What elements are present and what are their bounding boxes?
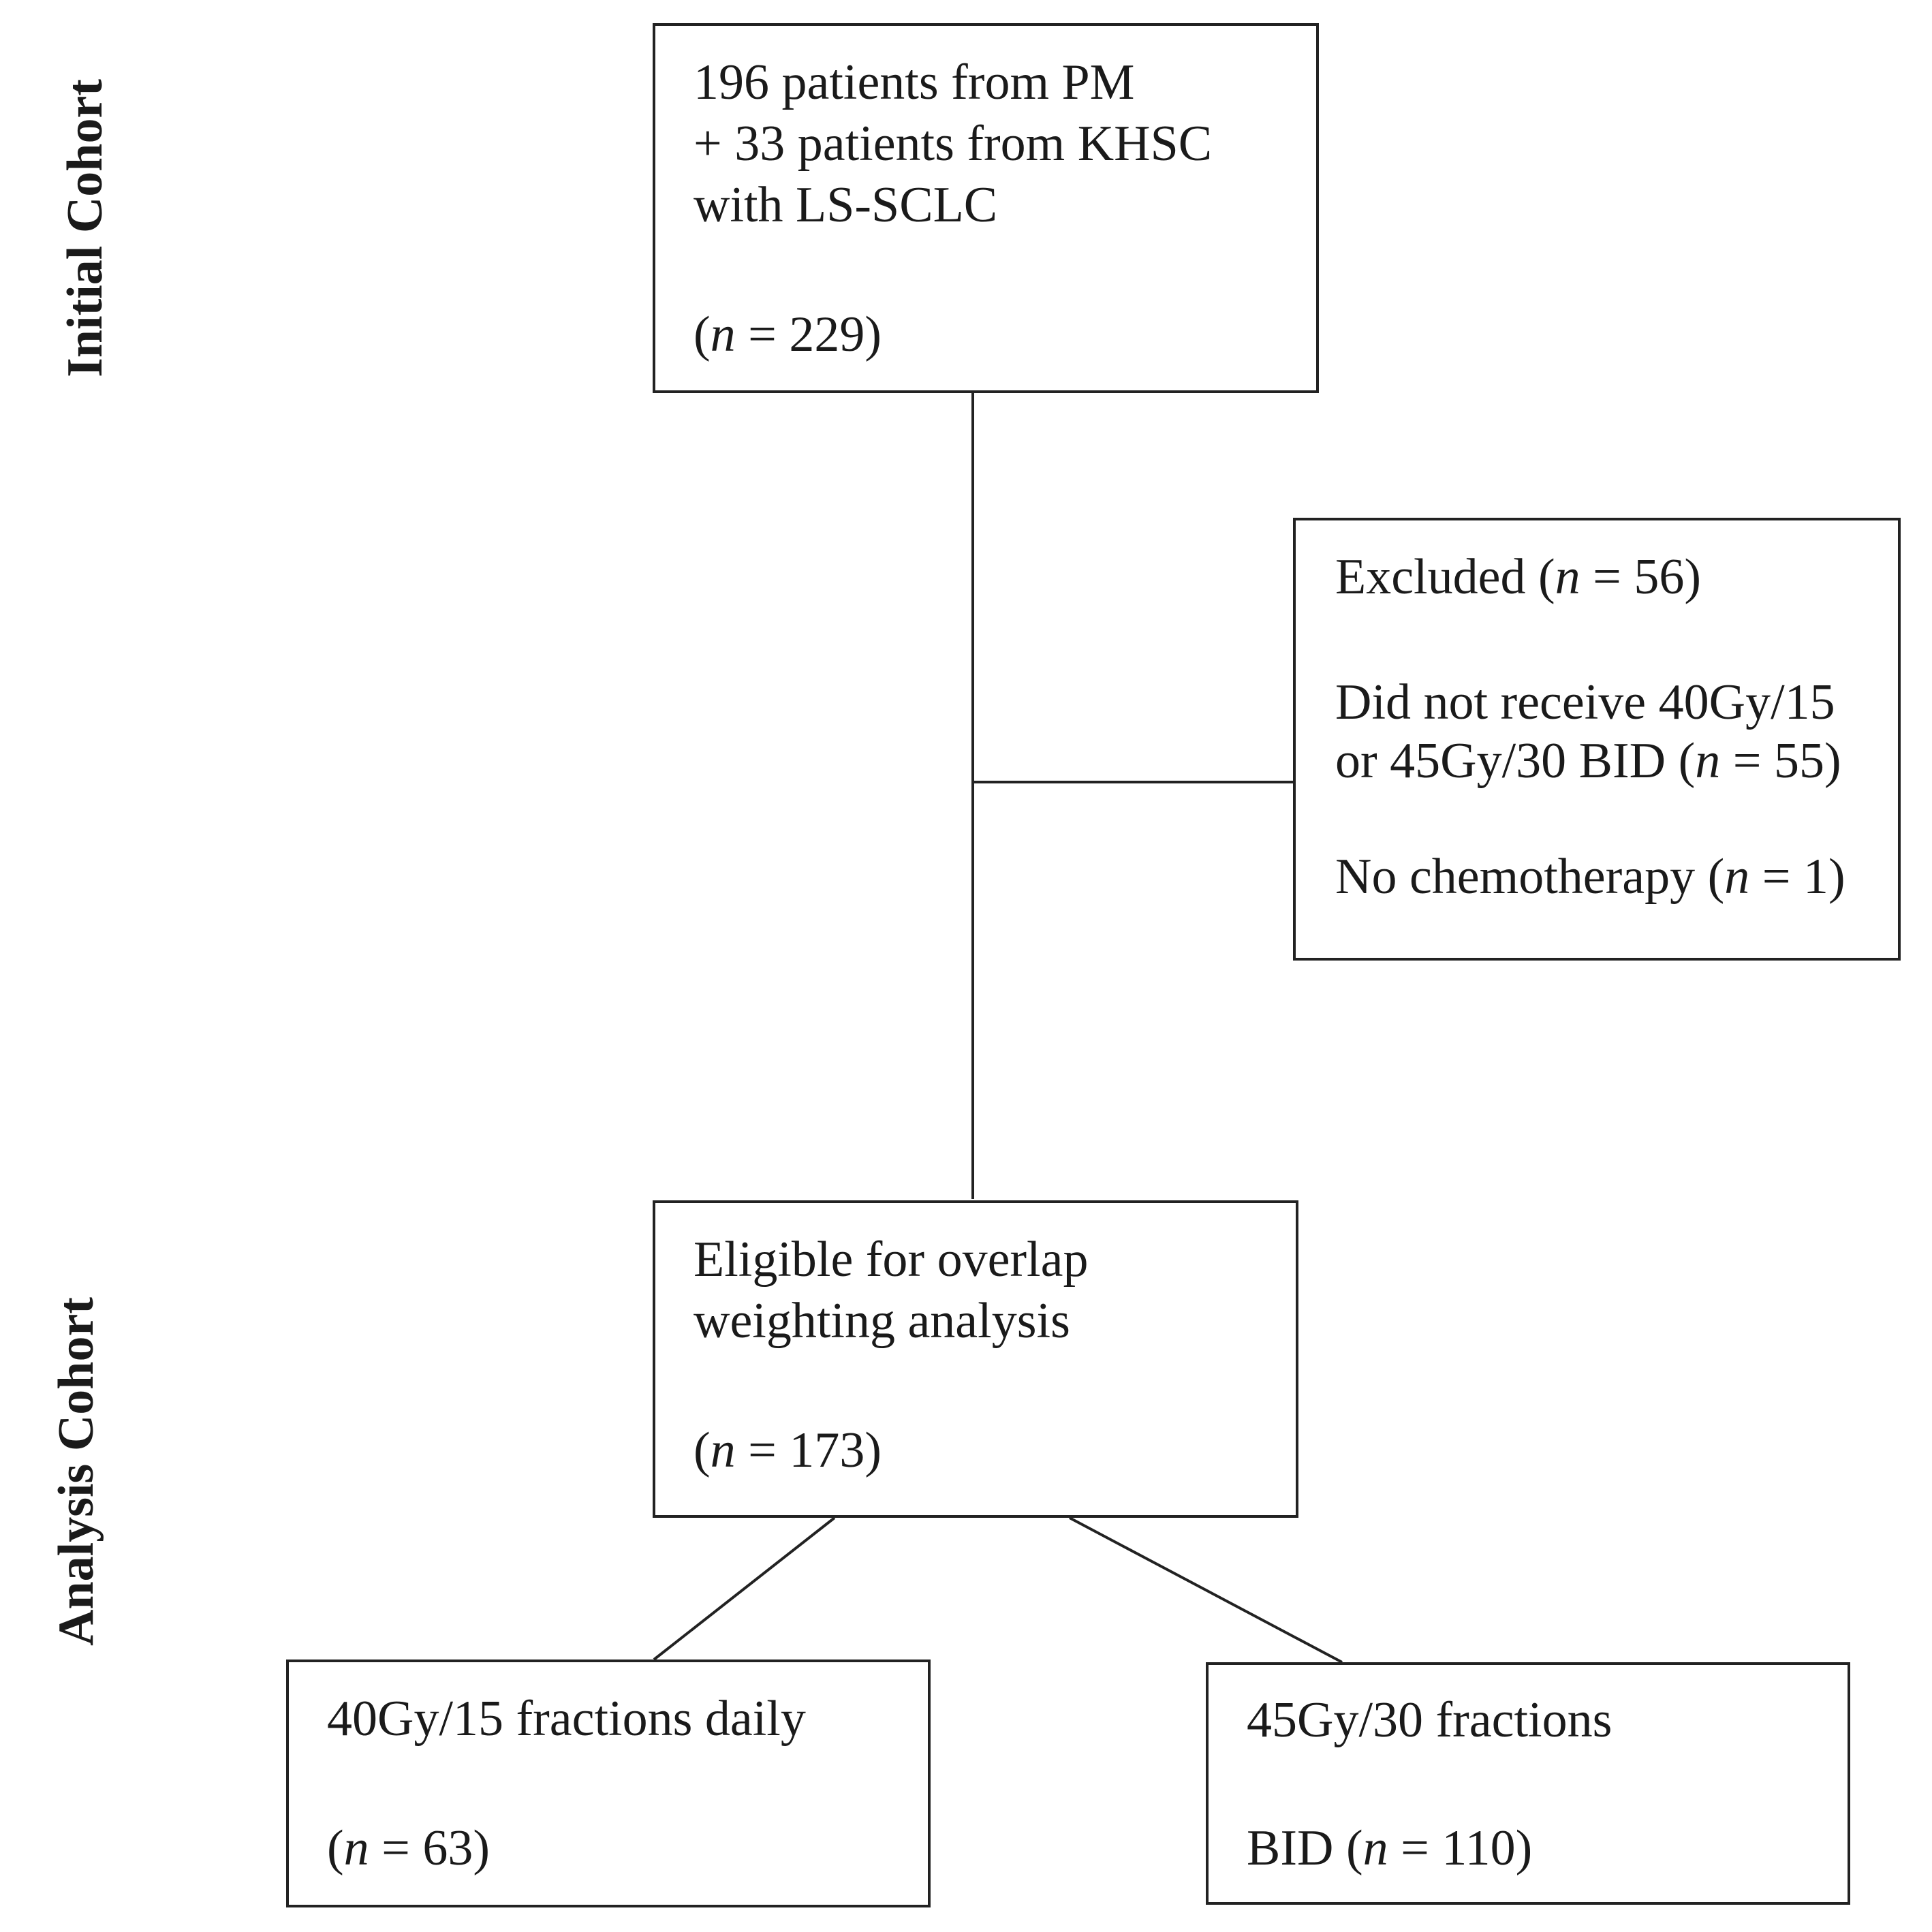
eligible-line2: weighting analysis — [694, 1293, 1070, 1349]
excluded-box: Excluded (n = 56) Did not receive 40Gy/1… — [1293, 518, 1901, 961]
initial-line1: 196 patients from PM — [694, 54, 1135, 110]
initial-line2: + 33 patients from KHSC — [694, 116, 1213, 172]
arm1-line1: 40Gy/15 fractions daily — [327, 1691, 806, 1747]
initial-cohort-box: 196 patients from PM + 33 patients from … — [653, 23, 1319, 393]
initial-count: (n = 229) — [694, 307, 882, 362]
arm1-box: 40Gy/15 fractions daily (n = 63) — [286, 1660, 931, 1907]
excluded-reason1-line2: or 45Gy/30 BID (n = 55) — [1335, 733, 1841, 789]
eligible-line1: Eligible for overlap — [694, 1232, 1089, 1288]
arm2-box: 45Gy/30 fractions BID (n = 110) — [1206, 1662, 1850, 1905]
eligible-count: (n = 173) — [694, 1422, 882, 1478]
arm2-line1: 45Gy/30 fractions — [1247, 1692, 1612, 1748]
arm2-count: BID (n = 110) — [1247, 1820, 1533, 1876]
eligible-box: Eligible for overlap weighting analysis … — [653, 1200, 1298, 1518]
connector-eligible-to-arm1 — [653, 1516, 836, 1661]
excluded-reason2: No chemotherapy (n = 1) — [1335, 849, 1845, 905]
connector-eligible-to-arm2 — [1069, 1516, 1343, 1664]
initial-line3: with LS-SCLC — [694, 177, 998, 233]
excluded-title: Excluded (n = 56) — [1335, 549, 1701, 605]
arm1-count: (n = 63) — [327, 1820, 490, 1876]
excluded-reason1-line1: Did not receive 40Gy/15 — [1335, 674, 1835, 730]
